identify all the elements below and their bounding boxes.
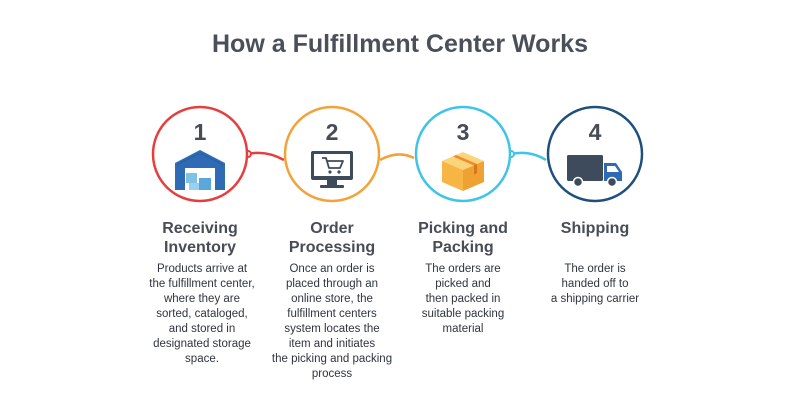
diagram-title: How a Fulfillment Center Works (212, 30, 588, 58)
desc-line: The order is (564, 263, 626, 275)
desc-line: item and initiates (288, 338, 376, 350)
desc-line: the fulfillment center, (149, 278, 255, 290)
step-1-number: 1 (193, 119, 207, 145)
desc-line: placed through an (285, 278, 379, 290)
desc-line: Once an order is (289, 263, 375, 275)
step-1-title-line: Receiving (162, 220, 238, 237)
step-2-title-line: Processing (288, 239, 376, 256)
desc-line: system locates the (284, 323, 380, 335)
computer-cart-icon (311, 151, 353, 188)
step-1-title-line: Inventory (163, 239, 236, 256)
desc-line: Products arrive at (156, 263, 248, 275)
desc-line: then packed in (425, 293, 501, 305)
step-2-title-line: Order (310, 220, 354, 237)
step-3-title-line: Picking and (418, 220, 508, 237)
desc-line: The orders are (425, 263, 501, 275)
desc-line: a shipping carrier (550, 293, 640, 305)
desc-line: and stored in (168, 323, 236, 335)
desc-line: designated storage (153, 338, 251, 350)
step-3-description: The orders are picked and then packed in… (403, 262, 523, 337)
truck-icon (567, 155, 622, 188)
desc-line: picked and (435, 278, 491, 290)
connector-3-4 (510, 151, 547, 162)
step-4-title-line: Shipping (560, 220, 630, 237)
step-4-description: The order is handed off to a shipping ca… (535, 262, 655, 307)
step-2-number: 2 (325, 119, 339, 145)
desc-line: the picking and packing (271, 353, 393, 365)
step-2-title: Order Processing (257, 219, 407, 257)
desc-line: where they are (163, 293, 241, 305)
step-4-title: Shipping (520, 219, 670, 238)
step-1-title: Receiving Inventory (125, 219, 275, 257)
desc-line: material (442, 323, 484, 335)
box-icon (442, 152, 484, 191)
step-4-number: 4 (588, 119, 602, 145)
desc-line: handed off to (561, 278, 629, 290)
desc-line: process (311, 368, 353, 380)
desc-line: online store, the (291, 293, 373, 305)
step-1-description: Products arrive at the fulfillment cente… (137, 262, 267, 367)
desc-line: suitable packing (421, 308, 505, 320)
connector-1-2 (247, 151, 285, 162)
connector-2-3 (379, 153, 415, 162)
step-2-description: Once an order is placed through an onlin… (262, 262, 402, 382)
step-3-number: 3 (456, 119, 470, 145)
desc-line: fulfillment centers (287, 308, 377, 320)
desc-line: space. (185, 353, 219, 365)
step-3-title: Picking and Packing (388, 219, 538, 257)
step-3-title-line: Packing (432, 239, 494, 256)
warehouse-icon (175, 150, 225, 190)
desc-line: sorted, cataloged, (156, 308, 248, 320)
